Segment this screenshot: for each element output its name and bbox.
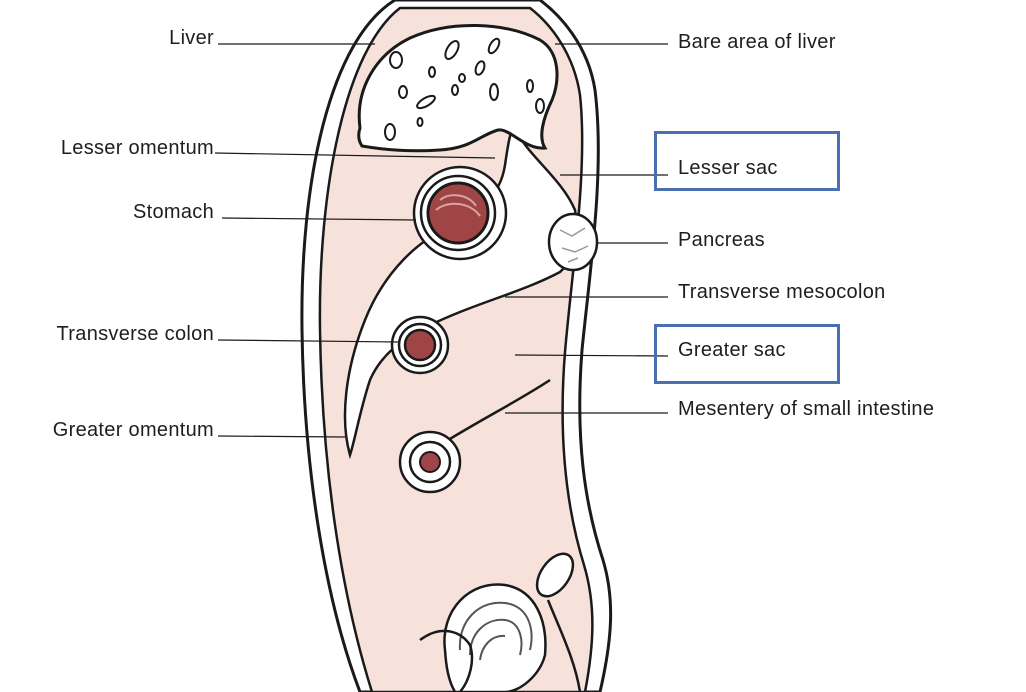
highlight-box-greater-sac: [654, 324, 840, 384]
small-intestine-shape: [398, 378, 551, 494]
label-stomach: Stomach: [132, 201, 214, 223]
transverse-colon-shape: [390, 315, 450, 375]
label-pancreas: Pancreas: [678, 229, 765, 251]
pancreas-shape: [547, 212, 599, 272]
leader-lines: [214, 43, 669, 438]
label-bare-area-of-liver: Bare area of liver: [678, 31, 836, 53]
label-transverse-mesocolon: Transverse mesocolon: [678, 281, 886, 303]
label-greater-omentum: Greater omentum: [52, 419, 214, 441]
label-greater-sac: Greater sac: [678, 339, 786, 361]
pelvic-organs: [419, 552, 582, 692]
highlight-box-lesser-sac: [654, 131, 840, 191]
liver-vessels: [384, 37, 545, 141]
stomach-shape: [412, 165, 508, 261]
label-mesentery-of-small-intestine: Mesentery of small intestine: [678, 398, 935, 420]
label-transverse-colon: Transverse colon: [56, 323, 214, 345]
label-liver: Liver: [169, 27, 214, 49]
label-lesser-omentum: Lesser omentum: [60, 137, 214, 159]
label-lesser-sac: Lesser sac: [678, 157, 778, 179]
